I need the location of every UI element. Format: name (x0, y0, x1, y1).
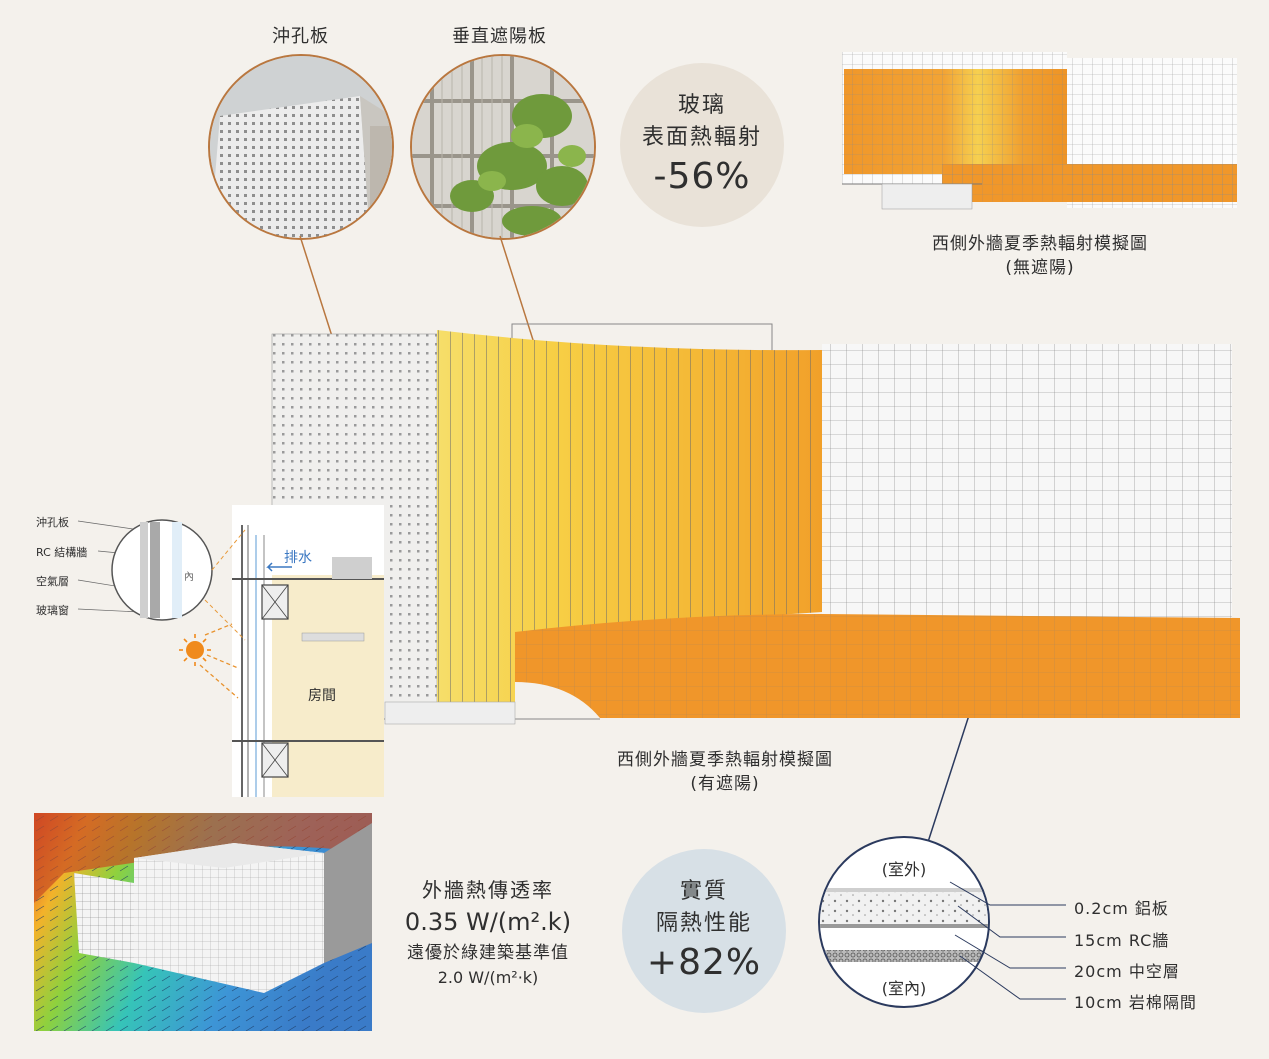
sim-no-shade-sub: (無遮陽) (1005, 258, 1075, 278)
label-vertical-louver: 垂直遮陽板 (452, 26, 547, 47)
section-label-glass: 玻璃窗 (36, 604, 69, 617)
sim-with-shade-image (270, 322, 1245, 732)
stat-insulation: 實質 隔熱性能 +82% (622, 849, 786, 1013)
sim-no-shade-title: 西側外牆夏季熱輻射模擬圖 (932, 234, 1148, 254)
stat-glass-line2: 表面熱輻射 (641, 125, 762, 150)
stat-insulation-line1: 實質 (679, 879, 728, 904)
section-label-perforated: 沖孔板 (36, 516, 69, 529)
vertical-louver-photo (410, 54, 596, 240)
zoom-inner-mark: 內 (184, 572, 194, 583)
sim-with-shade-caption: 西側外牆夏季熱輻射模擬圖 (有遮陽) (580, 748, 870, 796)
wall-layer-air: 20cm 中空層 (1074, 962, 1180, 981)
wall-section-circle: (室外) (室內) (818, 836, 990, 1008)
wall-layer-aluminum: 0.2cm 鋁板 (1074, 899, 1169, 918)
uvalue-title: 外牆熱傳透率 (422, 878, 554, 902)
drain-label: 排水 (284, 550, 312, 566)
stat-insulation-value: +82% (646, 942, 762, 983)
stat-glass-line1: 玻璃 (677, 93, 726, 118)
uvalue-baseline: 2.0 W/(m²·k) (437, 968, 539, 987)
sim-with-shade-sub: (有遮陽) (690, 774, 760, 794)
uvalue-value: 0.35 W/(m².k) (404, 908, 572, 936)
wall-layer-rockwool: 10cm 岩棉隔間 (1074, 993, 1197, 1012)
sim-no-shade-caption: 西側外牆夏季熱輻射模擬圖 (無遮陽) (900, 232, 1180, 280)
uvalue-compare: 遠優於綠建築基準值 (407, 943, 569, 963)
section-zoom-graphic (77, 519, 246, 699)
indoor-label: (室內) (881, 979, 927, 998)
label-perforated-panel: 沖孔板 (272, 26, 329, 47)
stat-glass-radiation: 玻璃 表面熱輻射 -56% (620, 63, 784, 227)
uvalue-block: 外牆熱傳透率 0.35 W/(m².k) 遠優於綠建築基準值 2.0 W/(m²… (388, 876, 588, 990)
stat-insulation-line2: 隔熱性能 (655, 911, 752, 936)
sim-with-shade-title: 西側外牆夏季熱輻射模擬圖 (617, 750, 833, 770)
section-label-air-layer: 空氣層 (36, 575, 69, 588)
section-label-rc-wall: RC 結構牆 (36, 546, 88, 559)
sim-no-shade-image (842, 44, 1242, 214)
wind-simulation-image (34, 813, 372, 1031)
wall-layer-rc: 15cm RC牆 (1074, 931, 1170, 950)
section-detail-panel: 排水 房間 (232, 505, 384, 797)
outdoor-label: (室外) (881, 860, 927, 879)
room-label: 房間 (308, 688, 336, 704)
stat-glass-value: -56% (653, 156, 751, 197)
